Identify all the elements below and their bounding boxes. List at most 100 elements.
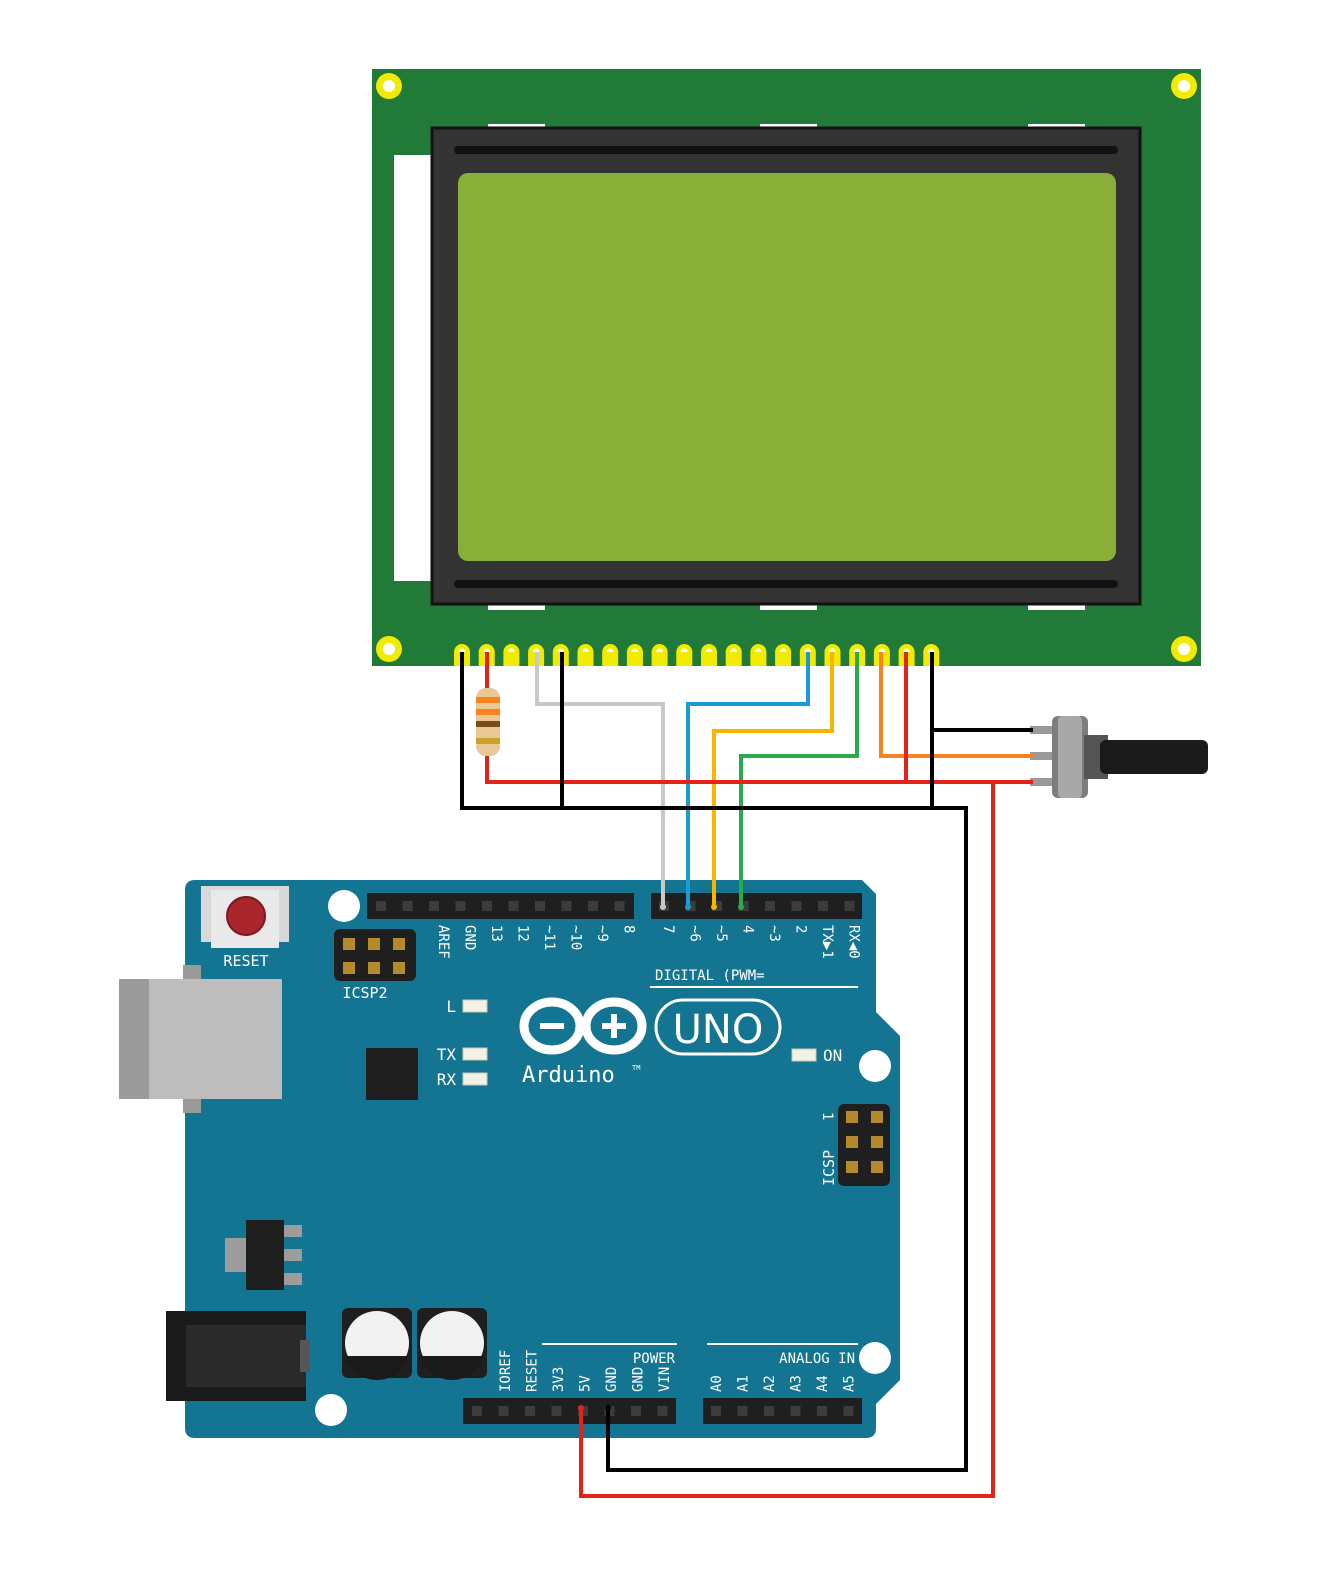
board-mount-hole — [859, 1342, 891, 1374]
wire-end-dots — [578, 904, 744, 1411]
icsp-pin — [871, 1161, 883, 1173]
power-label: POWER — [633, 1351, 676, 1367]
board-mount-hole — [859, 1050, 891, 1082]
header-hole — [791, 901, 802, 911]
icsp2-pin — [343, 938, 355, 950]
wire-gray — [535, 652, 665, 907]
icsp-pin1-label: 1 — [819, 1112, 835, 1120]
icsp2-pin — [343, 962, 355, 974]
pin-label: A1 — [736, 1375, 752, 1392]
lcd-pin-leg — [626, 652, 643, 666]
analog-label: ANALOG IN — [779, 1351, 855, 1367]
pin-label: GND — [462, 925, 478, 950]
trademark-label: TM — [632, 1064, 640, 1072]
led-tx-label: TX — [437, 1045, 457, 1064]
header-hole — [498, 1406, 509, 1416]
lcd-pin-leg — [577, 652, 594, 666]
pin-label: AREF — [435, 925, 451, 959]
digital-label: DIGITAL (PWM= — [655, 968, 765, 984]
pin-label: 7 — [660, 925, 676, 933]
pin-label: 12 — [515, 925, 531, 942]
arduino-infinity-logo — [519, 997, 647, 1055]
voltage-regulator — [225, 1220, 302, 1290]
icsp-pin — [846, 1136, 858, 1148]
pin-label: A4 — [815, 1375, 831, 1392]
pin-label: ~9 — [594, 925, 610, 942]
wire-yellow — [712, 652, 834, 907]
pin-label: A0 — [709, 1375, 725, 1392]
icsp-pin — [846, 1161, 858, 1173]
wire-red-5v — [579, 782, 995, 1498]
header-hole — [843, 1406, 854, 1416]
pin-label: TX▶1 — [819, 925, 835, 959]
pin-label: ~3 — [766, 925, 782, 942]
lcd-pin-leg — [775, 652, 792, 666]
pin-label: 2 — [793, 925, 809, 933]
uno-label: UNO — [673, 1007, 764, 1053]
wires — [460, 652, 1033, 1498]
led-on — [791, 1048, 817, 1062]
header-hole — [508, 901, 519, 911]
header-hole — [790, 1406, 801, 1416]
board-mount-hole — [328, 890, 360, 922]
lcd-bezel-stripe — [454, 146, 1118, 154]
lcd-pin-leg — [676, 652, 693, 666]
header-hole — [535, 901, 545, 911]
icsp2-label: ICSP2 — [342, 984, 387, 1002]
lcd-screen — [458, 173, 1116, 561]
header-hole — [561, 901, 572, 911]
potentiometer — [1030, 716, 1208, 798]
header-hole — [472, 1406, 482, 1416]
lcd-pin-leg — [503, 652, 520, 666]
header-hole — [817, 1406, 827, 1416]
header-hole — [588, 901, 598, 911]
wire-orange — [879, 652, 1033, 758]
analog-header — [703, 1398, 862, 1424]
pin-label: 4 — [740, 925, 756, 933]
header-hole — [525, 1406, 535, 1416]
reset-button[interactable] — [201, 886, 289, 948]
icsp2-pin — [393, 938, 405, 950]
led-on-label: ON — [823, 1046, 842, 1065]
arduino-uno-board: RESET ICSP2 — [119, 880, 900, 1438]
icsp-pins — [846, 1111, 883, 1173]
capacitor — [342, 1308, 412, 1381]
usb-b-connector — [119, 965, 282, 1113]
icsp-pin — [871, 1136, 883, 1148]
header-hole — [482, 901, 492, 911]
lcd-side-connector — [394, 155, 434, 581]
pin-label: ~6 — [687, 925, 703, 942]
header-hole — [429, 901, 439, 911]
wire-green — [739, 652, 859, 907]
icsp-pin — [846, 1111, 858, 1123]
pin-label: ~10 — [568, 925, 584, 950]
lcd-tab — [488, 602, 545, 610]
icsp2-pins — [343, 938, 405, 974]
header-hole — [764, 1406, 774, 1416]
lcd-module — [372, 69, 1201, 666]
header-hole — [402, 901, 413, 911]
brand-label: Arduino — [522, 1063, 615, 1088]
header-hole — [631, 1406, 641, 1416]
icsp2-pin — [368, 962, 380, 974]
lcd-mount-holes — [376, 73, 1197, 662]
wire-blue — [686, 652, 810, 907]
lcd-pin-leg — [750, 652, 767, 666]
lcd-pin-leg — [651, 652, 668, 666]
pin-label: 8 — [621, 925, 637, 933]
header-hole — [844, 901, 855, 911]
capacitor — [417, 1308, 487, 1381]
icsp-pin — [871, 1111, 883, 1123]
wire-end-dot — [660, 904, 666, 910]
wire-black-gnd-left — [460, 652, 968, 1472]
pin-label: RX◀0 — [846, 925, 862, 959]
dc-power-jack — [166, 1311, 310, 1401]
logo-minus-icon — [540, 1023, 564, 1029]
lcd-pin-leg — [725, 652, 742, 666]
lcd-bezel-stripe — [454, 580, 1118, 588]
icsp2-pin — [393, 962, 405, 974]
pin-label: GND — [604, 1367, 620, 1392]
wire-end-dot — [578, 1405, 584, 1411]
